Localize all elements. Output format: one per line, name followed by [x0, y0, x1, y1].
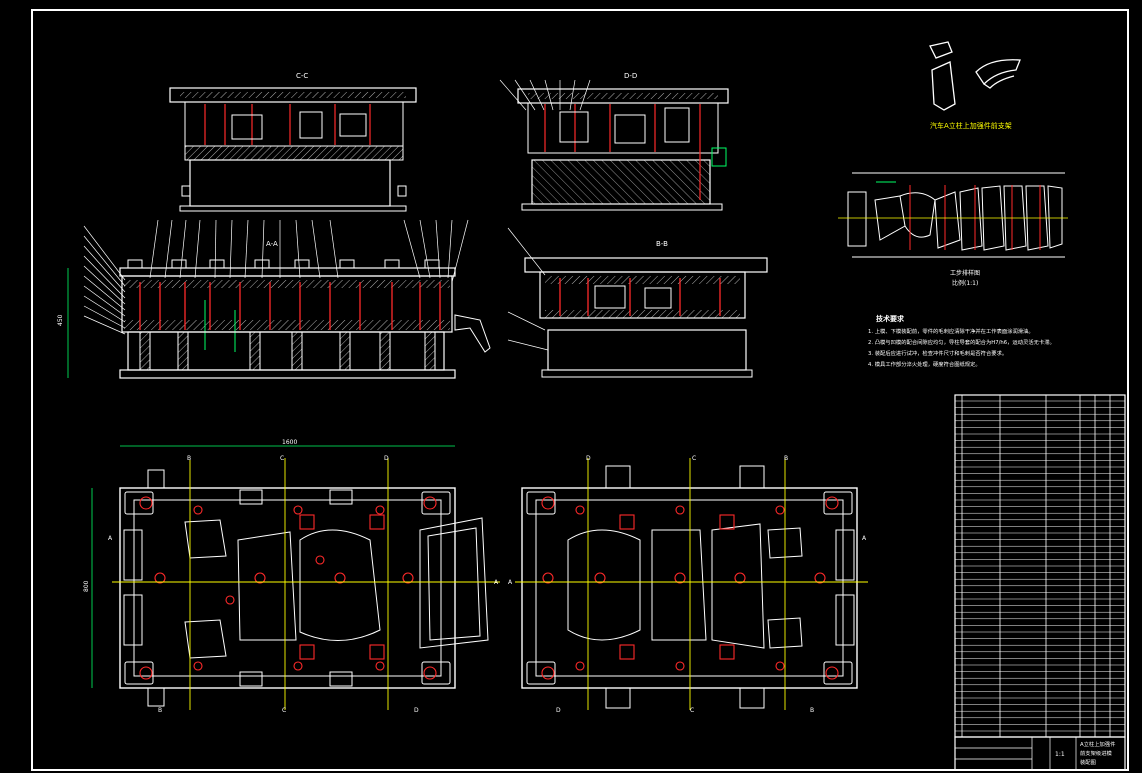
notes-item-2: 2. 凸模与凹模的配合间隙应均匀，导柱导套的配合为H7/h6，运动灵活无卡滞。	[868, 338, 1055, 346]
section-dd-view: D-D	[499, 72, 729, 211]
lower-die-plan-view: 1600 800 A A B B C C D D	[83, 439, 500, 714]
plan2-marker-b-top: B	[784, 455, 788, 462]
title-block: 1:1 A立柱上加强件 前支架级进模 装配图	[954, 736, 1126, 771]
plan-marker-c-top: C	[280, 455, 284, 462]
plan-marker-c-bottom: C	[282, 707, 286, 714]
plan-marker-d-top: D	[384, 455, 389, 462]
parts-list-table	[954, 394, 1126, 738]
section-bb-label: B-B	[656, 240, 668, 248]
plan-marker-a-right: A	[494, 579, 499, 586]
strip-caption-line2: 比例(1:1)	[952, 279, 978, 287]
plan2-marker-a-left: A	[508, 579, 513, 586]
title-block-scale: 1:1	[1055, 751, 1065, 758]
section-bb-view: B-B	[507, 227, 768, 378]
plan-width-dimension: 1600	[282, 439, 297, 446]
title-block-name-1: A立柱上加强件	[1080, 740, 1116, 748]
title-block-name-3: 装配图	[1080, 758, 1096, 766]
plan2-marker-b-bottom: B	[810, 707, 814, 714]
plan2-marker-d-top: D	[586, 455, 591, 462]
section-aa-view: A-A	[57, 219, 491, 379]
section-dd-label: D-D	[624, 72, 637, 80]
plan-marker-b-bottom: B	[158, 707, 162, 714]
part-caption: 汽车A立柱上加强件前支架	[930, 121, 1012, 130]
section-aa-label: A-A	[266, 240, 278, 248]
section-cc-label: C-C	[296, 72, 308, 80]
plan-marker-a-left: A	[108, 535, 113, 542]
plan-marker-d-bottom: D	[414, 707, 419, 714]
section-cc-view: C-C	[169, 72, 417, 212]
part-isometric-sketches	[929, 41, 1021, 111]
plan2-marker-c-bottom: C	[690, 707, 694, 714]
notes-item-3: 3. 装配后应进行试冲，检查冲件尺寸和毛刺是否符合要求。	[868, 349, 1007, 357]
side-height-dimension: 450	[57, 314, 64, 326]
plan2-marker-c-top: C	[692, 455, 696, 462]
strip-caption-line1: 工步排样图	[950, 269, 980, 277]
notes-title: 技术要求	[876, 314, 905, 323]
plan-marker-b-top: B	[187, 455, 191, 462]
strip-layout-diagram	[838, 172, 1068, 258]
title-block-name-2: 前支架级进模	[1080, 749, 1112, 757]
drawing-border	[31, 9, 1129, 771]
plan2-marker-a-right: A	[862, 535, 867, 542]
plan2-marker-d-bottom: D	[556, 707, 561, 714]
notes-item-4: 4. 模具工作部分淬火处理，硬度符合图纸规定。	[868, 360, 981, 368]
notes-item-1: 1. 上模、下模装配前，零件的毛刺应清除干净并在工作表面涂润滑油。	[868, 327, 1034, 335]
upper-die-plan-view: A A B B C C D D	[508, 455, 868, 714]
plan-height-dimension: 800	[83, 580, 90, 592]
technical-notes: 技术要求 1. 上模、下模装配前，零件的毛刺应清除干净并在工作表面涂润滑油。 2…	[868, 314, 1055, 368]
